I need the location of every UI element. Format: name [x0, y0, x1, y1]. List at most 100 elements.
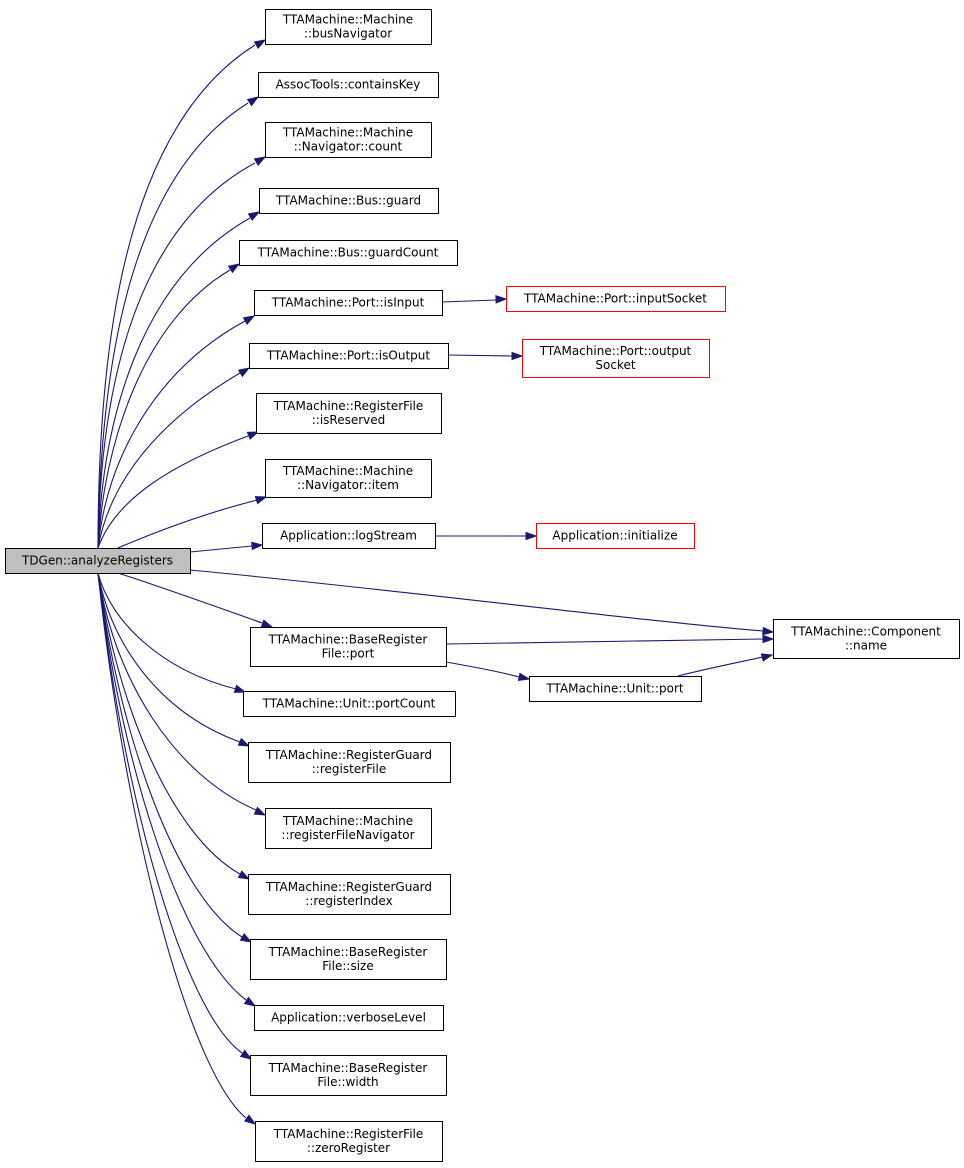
node-portCount[interactable]: TTAMachine::Unit::portCount [243, 691, 456, 717]
node-label-line: Application::logStream [280, 529, 417, 543]
edge-line [677, 656, 764, 677]
edge-line [97, 102, 249, 549]
node-label-line: File::size [322, 959, 373, 973]
edge-line [97, 572, 243, 938]
edge-root-to-verboseLevel [97, 572, 257, 1007]
edge-arrowhead [762, 634, 775, 644]
edge-isInput-to-inputSocket [441, 295, 508, 304]
edge-arrowhead [253, 156, 267, 166]
node-box [262, 523, 436, 549]
node-label-line: Application::initialize [552, 529, 677, 543]
node-box [258, 72, 439, 98]
edge-line [445, 638, 764, 645]
node-isReserved[interactable]: TTAMachine::RegisterFile::isReserved [256, 393, 442, 434]
edge-root-to-guardCount [97, 263, 241, 549]
edge-arrowhead [237, 367, 251, 378]
node-layer: TDGen::analyzeRegistersTTAMachine::Machi… [5, 9, 960, 1162]
node-label-line: TTAMachine::BaseRegister [268, 945, 428, 959]
edge-root-to-portCount [97, 572, 247, 693]
edge-arrowhead [253, 806, 267, 816]
edge-arrowhead [254, 496, 268, 505]
edge-line [189, 569, 764, 632]
node-label-line: TTAMachine::RegisterFile [273, 1127, 424, 1141]
edge-line [189, 545, 253, 553]
node-label-line: ::registerFile [312, 762, 386, 776]
node-box [265, 9, 432, 45]
edge-line [97, 572, 257, 811]
edge-line [117, 572, 263, 624]
node-label-line: File::width [317, 1075, 378, 1089]
node-box [248, 742, 451, 783]
node-label-line: TTAMachine::Port::output [539, 344, 692, 358]
edge-line [97, 44, 256, 549]
node-box [250, 1055, 447, 1096]
node-label-line: TDGen::analyzeRegisters [21, 554, 173, 568]
node-rfNavigator[interactable]: TTAMachine::Machine::registerFileNavigat… [265, 808, 432, 849]
node-label-line: ::registerIndex [305, 894, 392, 908]
node-label-line: TTAMachine::Port::isOutput [266, 349, 430, 363]
node-inputSocket[interactable]: TTAMachine::Port::inputSocket [506, 286, 726, 312]
node-label-line: File::port [322, 647, 375, 661]
edge-root-to-brfPort [117, 572, 274, 628]
edge-root-to-navCount [97, 156, 267, 549]
edge-root-to-containsKey [97, 96, 260, 549]
node-initialize[interactable]: Application::initialize [536, 523, 695, 549]
node-label-line: TTAMachine::BaseRegister [268, 633, 428, 647]
edge-arrowhead [243, 1114, 257, 1125]
node-box [265, 459, 432, 498]
node-label-line: Socket [595, 358, 635, 372]
edge-line [97, 372, 241, 549]
edge-layer [97, 39, 775, 1125]
node-box [506, 286, 726, 312]
node-box [773, 619, 960, 659]
edge-arrowhead [227, 263, 241, 274]
edge-line [97, 572, 241, 875]
node-box [239, 240, 458, 266]
node-rgRegisterFile[interactable]: TTAMachine::RegisterGuard::registerFile [248, 742, 451, 783]
node-box [259, 188, 439, 214]
node-isOutput[interactable]: TTAMachine::Port::isOutput [249, 343, 449, 369]
edge-arrowhead [762, 626, 775, 636]
node-label-line: TTAMachine::Machine [282, 126, 413, 140]
node-label-line: TTAMachine::BaseRegister [268, 1061, 428, 1075]
node-box [522, 339, 710, 378]
node-label-line: TTAMachine::RegisterGuard [265, 748, 432, 762]
node-rgRegisterIndex[interactable]: TTAMachine::RegisterGuard::registerIndex [248, 874, 451, 915]
node-unitPort[interactable]: TTAMachine::Unit::port [529, 676, 702, 702]
node-verboseLevel[interactable]: Application::verboseLevel [254, 1005, 444, 1031]
node-box [536, 523, 695, 549]
node-zeroRegister[interactable]: TTAMachine::RegisterFile::zeroRegister [255, 1121, 443, 1162]
node-box [243, 691, 456, 717]
edge-root-to-brfSize [97, 572, 253, 943]
node-isInput[interactable]: TTAMachine::Port::isInput [254, 290, 443, 316]
node-guardCount[interactable]: TTAMachine::Bus::guardCount [239, 240, 458, 266]
edge-line [97, 572, 247, 1001]
node-logStream[interactable]: Application::logStream [262, 523, 436, 549]
node-label-line: ::zeroRegister [307, 1141, 390, 1155]
node-containsKey[interactable]: AssocTools::containsKey [258, 72, 439, 98]
edge-brfPort-to-compName [445, 634, 775, 645]
edge-line [441, 299, 497, 303]
edge-root-to-brfWidth [97, 572, 253, 1060]
node-busNavigator[interactable]: TTAMachine::Machine::busNavigator [265, 9, 432, 45]
node-root[interactable]: TDGen::analyzeRegisters [5, 548, 191, 574]
edge-line [97, 572, 247, 1119]
node-compName[interactable]: TTAMachine::Component::name [773, 619, 960, 659]
edge-line [97, 320, 246, 549]
node-box [254, 1005, 444, 1031]
node-navItem[interactable]: TTAMachine::Machine::Navigator::item [265, 459, 432, 498]
edge-unitPort-to-compName [677, 653, 774, 677]
edge-root-to-navItem [117, 496, 268, 549]
node-guard[interactable]: TTAMachine::Bus::guard [259, 188, 439, 214]
node-navCount[interactable]: TTAMachine::Machine::Navigator::count [265, 122, 432, 158]
node-label-line: TTAMachine::Port::isInput [271, 296, 425, 310]
edge-arrowhead [517, 672, 531, 682]
edge-root-to-zeroRegister [97, 572, 257, 1125]
edge-line [447, 354, 513, 357]
node-label-line: TTAMachine::Machine [282, 814, 413, 828]
